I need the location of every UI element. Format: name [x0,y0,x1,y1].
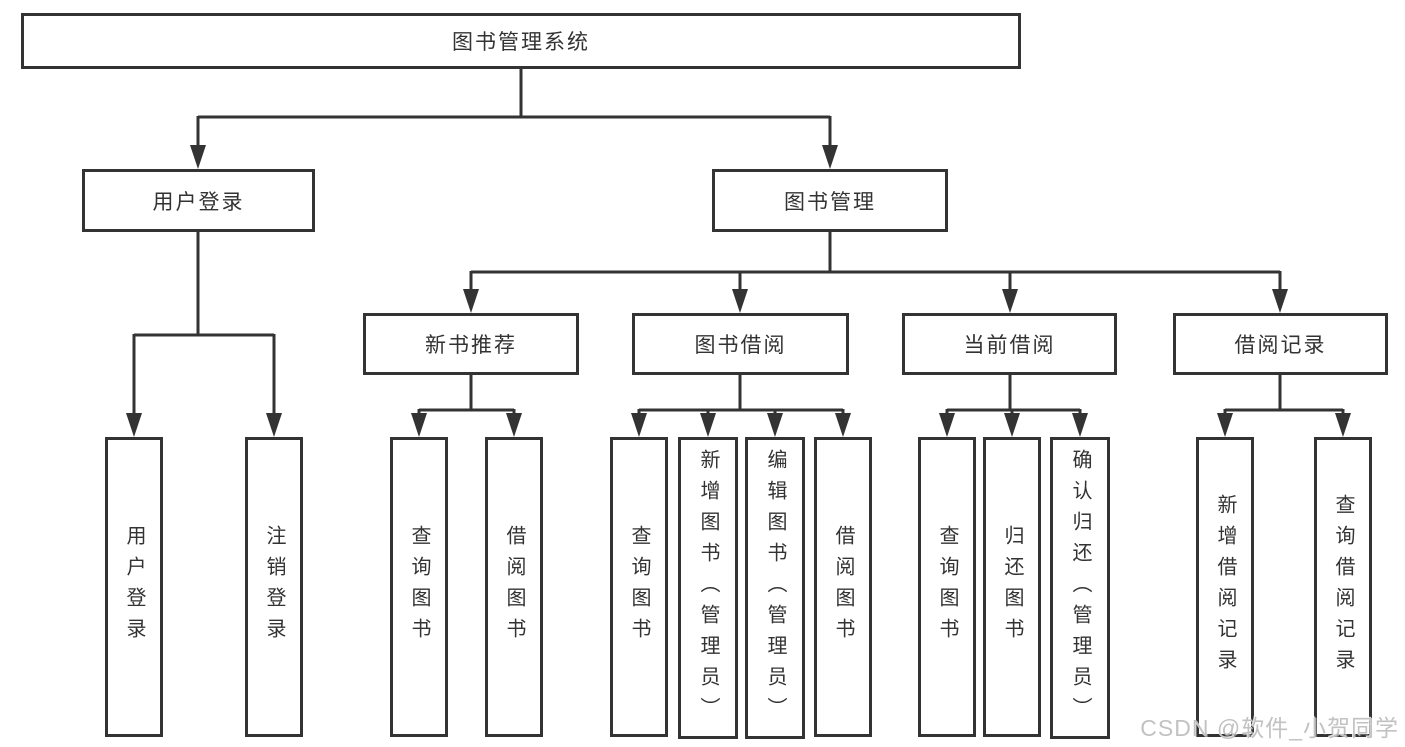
node-current-borrow: 当前借阅 [902,313,1117,375]
node-label: 查询借阅记录 [1332,494,1354,680]
node-label: 借阅图书 [503,525,525,649]
node-label: 借阅图书 [832,525,854,649]
arrowheads [126,145,1351,437]
node-label: 确认归还（管理员） [1069,448,1091,728]
leaf-return-books: 归还图书 [983,437,1041,737]
leaf-confirm-return-admin: 确认归还（管理员） [1050,437,1110,739]
node-label: 图书管理 [784,190,876,214]
leaf-user-login: 用户登录 [105,437,163,737]
node-system-root: 图书管理系统 [21,13,1021,69]
leaf-current-query-books: 查询图书 [918,437,976,737]
node-label: 归还图书 [1001,525,1023,649]
node-label: 新增借阅记录 [1214,494,1236,680]
node-label: 新增图书（管理员） [697,448,719,728]
leaf-recommend-borrow-books: 借阅图书 [485,437,543,737]
leaf-recommend-query-books: 查询图书 [390,437,448,737]
node-label: 编辑图书（管理员） [764,448,786,728]
leaf-borrow-books: 借阅图书 [814,437,872,737]
leaf-edit-books-admin: 编辑图书（管理员） [745,437,805,739]
leaf-query-borrow-record: 查询借阅记录 [1314,437,1372,737]
leaf-add-books-admin: 新增图书（管理员） [678,437,738,739]
csdn-watermark: CSDN @软件_小贺同学 [1140,715,1399,741]
node-user-login-branch: 用户登录 [82,169,315,232]
leaf-add-borrow-record: 新增借阅记录 [1196,437,1254,737]
leaf-borrow-query-books: 查询图书 [610,437,668,737]
node-label: 查询图书 [628,525,650,649]
node-label: 图书借阅 [694,334,787,357]
leaf-logout: 注销登录 [245,437,303,737]
node-label: 查询图书 [408,525,430,649]
node-new-book-recommend: 新书推荐 [363,313,579,375]
node-label: 用户登录 [123,525,145,649]
node-label: 查询图书 [936,525,958,649]
node-book-borrow: 图书借阅 [632,313,849,375]
node-label: 注销登录 [263,525,285,649]
node-label: 借阅记录 [1234,334,1327,357]
node-borrow-records: 借阅记录 [1173,313,1388,375]
node-book-management-branch: 图书管理 [712,169,948,232]
node-label: 当前借阅 [963,334,1056,357]
node-label: 用户登录 [152,190,245,214]
node-label: 图书管理系统 [452,31,590,54]
node-label: 新书推荐 [425,334,517,357]
